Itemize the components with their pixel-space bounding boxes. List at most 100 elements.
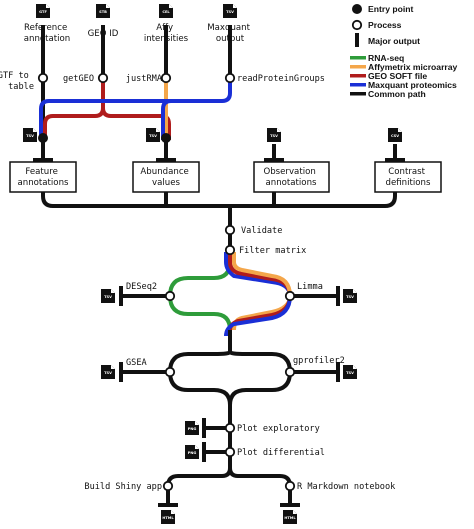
gprofiler2-output-bar (336, 362, 340, 382)
limma-node (284, 290, 296, 302)
legend-affymetrix: Affymetrix microarray (368, 62, 458, 72)
svg-text:TSV: TSV (104, 371, 112, 375)
gprofiler2-tsv-file-icon: TSV (343, 365, 357, 379)
legend-major-output: Major output (368, 36, 420, 46)
line-maxquant-left (39, 78, 232, 140)
entry-points (38, 133, 171, 143)
svg-text:CEL: CEL (162, 10, 170, 14)
r-markdown-notebook-node (284, 480, 296, 492)
stb-file-icon: STB (96, 4, 110, 18)
gprofiler2-node (284, 366, 296, 378)
svg-text:TSV: TSV (104, 295, 112, 299)
validate-label: Validate (241, 226, 282, 236)
legend-geo-soft-swatch (350, 74, 366, 78)
limma-label: Limma (297, 282, 323, 292)
legend-common-swatch (350, 92, 366, 96)
justrma-node (160, 72, 172, 84)
legend-affymetrix-swatch (350, 65, 366, 69)
build-shiny-app-label: Build Shiny app (84, 482, 162, 492)
geo-id-label: GEO ID (88, 29, 119, 39)
r-markdown-notebook-label: R Markdown notebook (297, 482, 396, 492)
feature-annotations-box (9, 161, 77, 193)
abundance-values-box (132, 161, 200, 193)
reference-annotation-label: Reference annotation (24, 23, 71, 44)
svg-text:HTML: HTML (284, 516, 296, 520)
svg-text:GTF: GTF (39, 10, 47, 14)
output-boxes: Feature annotations Abundance values Obs… (9, 161, 442, 193)
svg-text:PNG: PNG (188, 427, 197, 431)
gtf-to-table-node (37, 72, 49, 84)
legend-process-marker (351, 19, 363, 31)
legend-entry-point: Entry point (368, 4, 413, 14)
svg-text:TSV: TSV (346, 371, 354, 375)
deseq2-node (164, 290, 176, 302)
svg-text:CSV: CSV (391, 134, 399, 138)
legend-process: Process (368, 20, 402, 30)
plot-differential-label: Plot differential (237, 448, 325, 458)
line-geo-soft-left (43, 78, 105, 140)
svg-text:STB: STB (99, 10, 107, 14)
maxquant-output-label: Maxquant output (207, 23, 253, 44)
top-input-lines (39, 25, 397, 160)
observation-annotations-label: Observation annotations (263, 167, 318, 188)
legend-rna-seq: RNA-seq (368, 53, 404, 63)
de-branch (167, 250, 292, 352)
entry-point-feature (38, 133, 48, 143)
contrast-csv-file-icon: CSV (388, 128, 402, 142)
feature-annotations-label: Feature annotations (18, 167, 70, 188)
affy-intensities-label: Affy intensities (144, 23, 189, 44)
plot-differential-node (224, 446, 236, 458)
plot-exploratory-output-bar (202, 418, 206, 438)
svg-text:TSV: TSV (270, 134, 278, 138)
legend-rna-seq-swatch (350, 56, 366, 60)
output-stubs (121, 294, 338, 454)
deseq2-output-bar (119, 286, 123, 306)
limma-output-bar (336, 286, 340, 306)
plot-exploratory-node (224, 422, 236, 434)
plot-differential-output-bar (202, 442, 206, 462)
process-labels: GTF to table getGEO justRMA readProteinG… (0, 71, 396, 492)
line-maxquant-right (161, 98, 223, 140)
cel-file-icon: CEL (159, 4, 173, 18)
gsea-label: GSEA (126, 358, 148, 368)
maxquant-tsv-file-icon: TSV (223, 4, 237, 18)
deseq2-label: DESeq2 (126, 282, 157, 292)
legend-entry-point-marker (352, 4, 362, 14)
svg-text:HTML: HTML (162, 516, 174, 520)
feature-output-bar (33, 158, 53, 162)
notebook-html-file-icon: HTML (283, 510, 297, 524)
process-nodes (37, 72, 296, 492)
exploratory-png-file-icon: PNG (185, 421, 199, 435)
major-output-bars (33, 158, 405, 507)
limma-tsv-file-icon: TSV (343, 289, 357, 303)
legend-geo-soft: GEO SOFT file (368, 71, 427, 81)
observation-output-bar (264, 158, 284, 162)
legend-major-output-marker (355, 33, 359, 47)
file-icons: GTF STB CEL TSV TSV TSV TSV CSV TSV TSV … (23, 4, 402, 524)
notebook-output-bar (280, 503, 300, 507)
abundance-output-bar (156, 158, 176, 162)
filter-matrix-label: Filter matrix (239, 246, 306, 256)
entry-point-abundance (161, 133, 171, 143)
abundance-values-label: Abundance values (140, 167, 191, 188)
feature-tsv-file-icon: TSV (23, 128, 37, 142)
svg-text:TSV: TSV (346, 295, 354, 299)
validate-node (224, 224, 236, 236)
shiny-html-file-icon: HTML (161, 510, 175, 524)
observation-tsv-file-icon: TSV (267, 128, 281, 142)
justrma-label: justRMA (126, 74, 163, 84)
getgeo-node (97, 72, 109, 84)
line-rna-seq (167, 250, 232, 331)
abundance-tsv-file-icon: TSV (146, 128, 160, 142)
contrast-definitions-box (374, 161, 442, 193)
observation-annotations-box (253, 161, 330, 193)
filter-matrix-node (224, 244, 236, 256)
svg-text:TSV: TSV (149, 134, 157, 138)
differential-png-file-icon: PNG (185, 445, 199, 459)
plot-exploratory-label: Plot exploratory (237, 424, 320, 434)
shiny-output-bar (158, 503, 178, 507)
contrast-output-bar (385, 158, 405, 162)
svg-text:TSV: TSV (26, 134, 34, 138)
readproteingroups-label: readProteinGroups (237, 74, 325, 84)
